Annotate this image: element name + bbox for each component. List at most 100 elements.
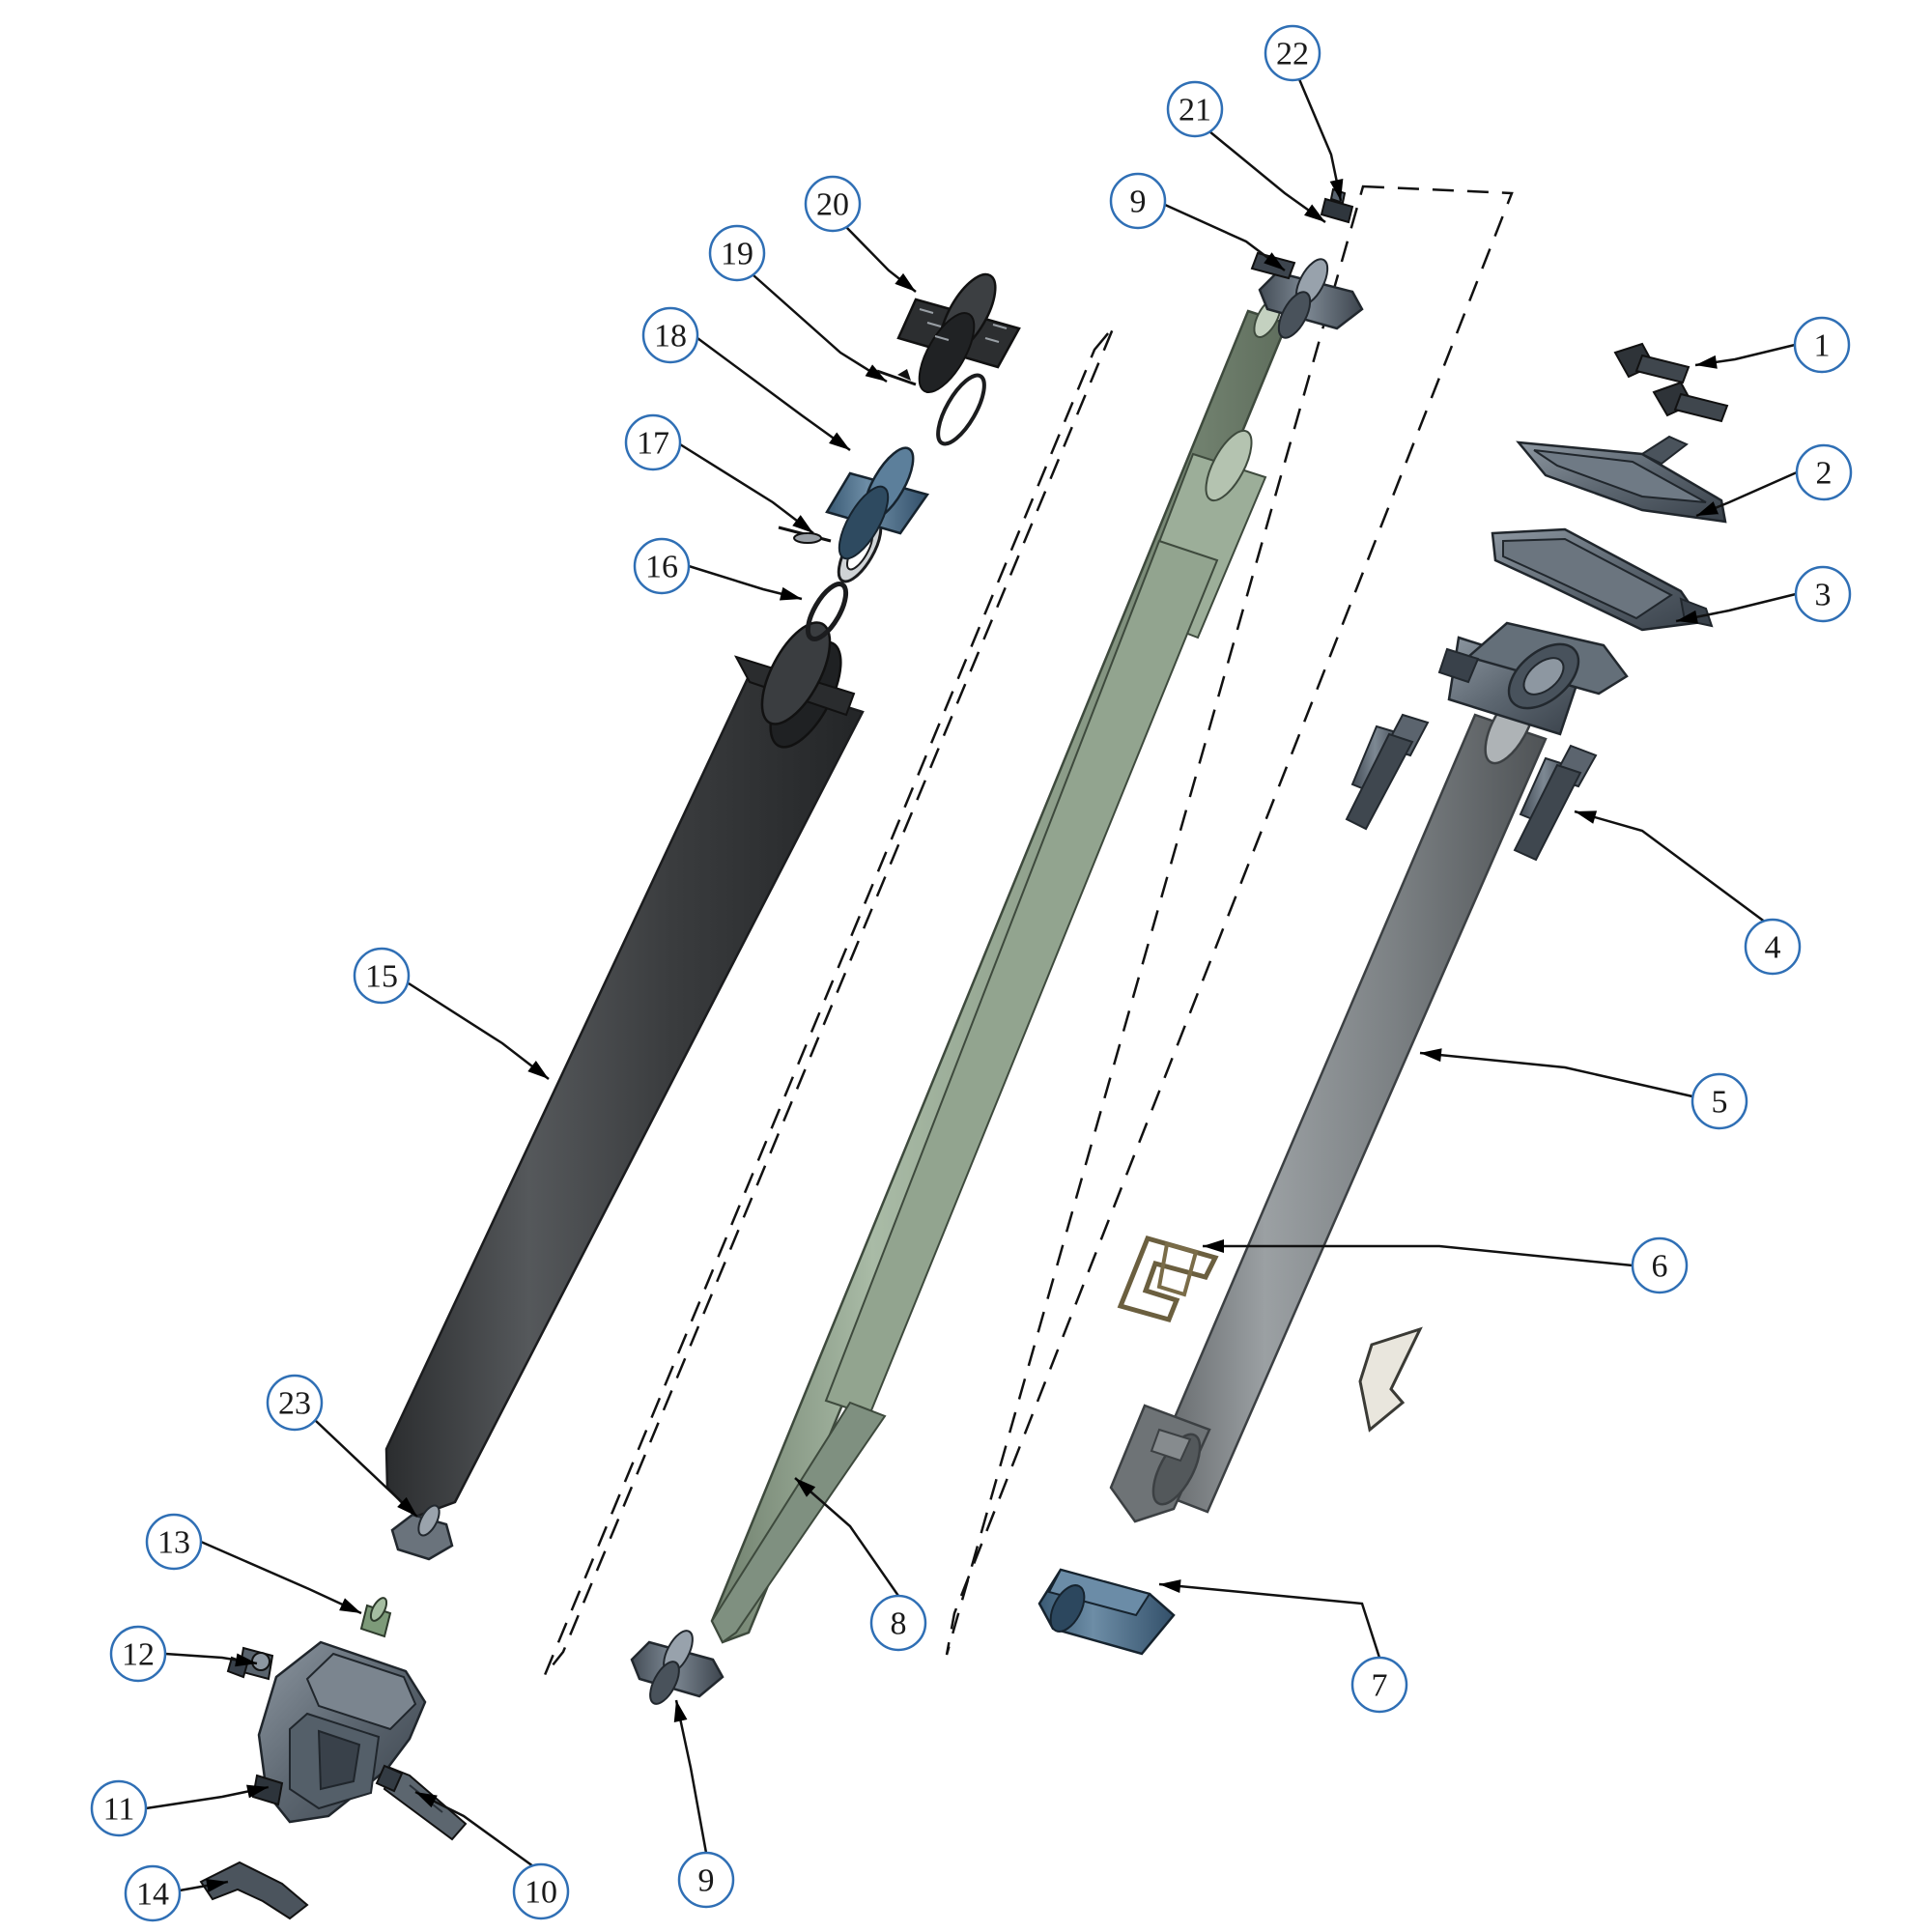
callout-14[interactable]: 14 [124, 1864, 182, 1922]
part-13-green-tip [359, 1597, 392, 1638]
callout-circle-10 [512, 1862, 570, 1920]
part-22-top-cap-screw [1320, 187, 1354, 224]
callout-20[interactable]: 20 [804, 175, 862, 233]
callout-label-14: 14 [136, 1877, 169, 1913]
leader-line-5 [1419, 1051, 1693, 1098]
callout-circle-18 [641, 306, 699, 364]
leader-line-17 [679, 442, 814, 534]
leader-line-19 [753, 274, 888, 384]
callout-label-22: 22 [1276, 37, 1309, 72]
callout-19[interactable]: 19 [708, 224, 766, 282]
callout-8[interactable]: 8 [869, 1594, 927, 1652]
callout-label-10: 10 [525, 1875, 557, 1911]
leader-line-8 [794, 1477, 900, 1597]
callout-circle-11 [90, 1779, 148, 1837]
part-6-brackets [1117, 1235, 1423, 1433]
callout-13[interactable]: 13 [145, 1513, 203, 1571]
callout-circle-9 [677, 1851, 735, 1909]
leader-lines [145, 78, 1798, 1892]
leader-arrow-13 [339, 1598, 361, 1613]
callout-21[interactable]: 21 [1166, 80, 1224, 138]
callout-label-11: 11 [103, 1792, 135, 1828]
callout-circle-8 [869, 1594, 927, 1652]
callout-3[interactable]: 3 [1794, 565, 1852, 623]
callout-23[interactable]: 23 [266, 1374, 324, 1432]
callout-circle-13 [145, 1513, 203, 1571]
leader-line-18 [696, 336, 851, 452]
part-16-seal-ring [805, 582, 849, 641]
leader-arrow-2 [1696, 501, 1719, 516]
callout-label-8: 8 [891, 1606, 907, 1642]
callout-label-9: 9 [1130, 185, 1147, 220]
part-11-lower-casting [251, 1640, 427, 1824]
part-5-crown [1437, 621, 1629, 736]
part-8-green-shaft [710, 298, 1289, 1644]
callout-7[interactable]: 7 [1350, 1656, 1408, 1714]
leader-arrow-17 [792, 515, 813, 533]
callout-label-5: 5 [1712, 1085, 1728, 1121]
leader-arrow-5 [1420, 1048, 1442, 1063]
callout-5[interactable]: 5 [1690, 1072, 1748, 1130]
leader-line-7 [1158, 1582, 1381, 1659]
callout-label-23: 23 [278, 1386, 311, 1422]
leader-line-15 [408, 981, 550, 1080]
part-20-top-cap [896, 272, 1021, 393]
leader-arrow-3 [1676, 610, 1698, 624]
part-5-gray-tube [1109, 688, 1548, 1523]
part-2-upper-guard [1516, 435, 1727, 524]
callout-circle-7 [1350, 1656, 1408, 1714]
callout-18[interactable]: 18 [641, 306, 699, 364]
leader-line-4 [1574, 810, 1767, 924]
callout-circle-20 [804, 175, 862, 233]
callout-2[interactable]: 2 [1795, 443, 1853, 501]
callout-1[interactable]: 1 [1793, 316, 1851, 374]
callout-label-2: 2 [1816, 456, 1833, 492]
callout-circle-21 [1166, 80, 1224, 138]
callout-label-16: 16 [645, 550, 678, 585]
callout-16[interactable]: 16 [633, 537, 691, 595]
part-4-bolts [1345, 713, 1598, 862]
callout-9[interactable]: 9 [677, 1851, 735, 1909]
leader-arrow-10 [415, 1792, 438, 1808]
leader-arrow-21 [1304, 204, 1325, 222]
leader-arrow-19 [865, 364, 887, 382]
callout-label-1: 1 [1814, 328, 1831, 364]
leader-arrow-14 [206, 1879, 228, 1892]
part-9-bottom-nut [630, 1630, 724, 1705]
callout-circle-14 [124, 1864, 182, 1922]
callout-22[interactable]: 22 [1264, 24, 1321, 82]
leader-arrow-20 [895, 272, 916, 292]
callout-label-3: 3 [1815, 578, 1832, 613]
callout-15[interactable]: 15 [353, 947, 411, 1005]
callout-17[interactable]: 17 [624, 413, 682, 471]
callout-label-18: 18 [654, 319, 687, 355]
part-9-top-nut [1258, 258, 1364, 339]
callout-9[interactable]: 9 [1109, 172, 1167, 230]
leader-line-9b [674, 1699, 708, 1854]
leader-arrow-9 [1264, 252, 1285, 270]
callout-label-17: 17 [637, 426, 669, 462]
leader-arrow-11 [246, 1784, 269, 1799]
callout-circle-4 [1744, 918, 1802, 976]
leader-arrow-8 [795, 1478, 816, 1497]
leader-arrow-22 [1329, 179, 1344, 201]
callout-circle-16 [633, 537, 691, 595]
callout-circle-5 [1690, 1072, 1748, 1130]
callout-11[interactable]: 11 [90, 1779, 148, 1837]
leader-arrow-12 [235, 1653, 257, 1667]
callout-12[interactable]: 12 [109, 1625, 167, 1683]
callout-label-6: 6 [1652, 1249, 1668, 1285]
part-18-blue-bushing [825, 446, 930, 560]
callout-circle-1 [1793, 316, 1851, 374]
callout-10[interactable]: 10 [512, 1862, 570, 1920]
leader-arrow-15 [527, 1061, 549, 1079]
leader-line-6 [1203, 1244, 1634, 1267]
callout-label-12: 12 [122, 1637, 155, 1673]
leader-arrow-1 [1695, 355, 1718, 369]
callout-6[interactable]: 6 [1631, 1236, 1689, 1294]
callout-label-4: 4 [1765, 930, 1781, 966]
callout-4[interactable]: 4 [1744, 918, 1802, 976]
